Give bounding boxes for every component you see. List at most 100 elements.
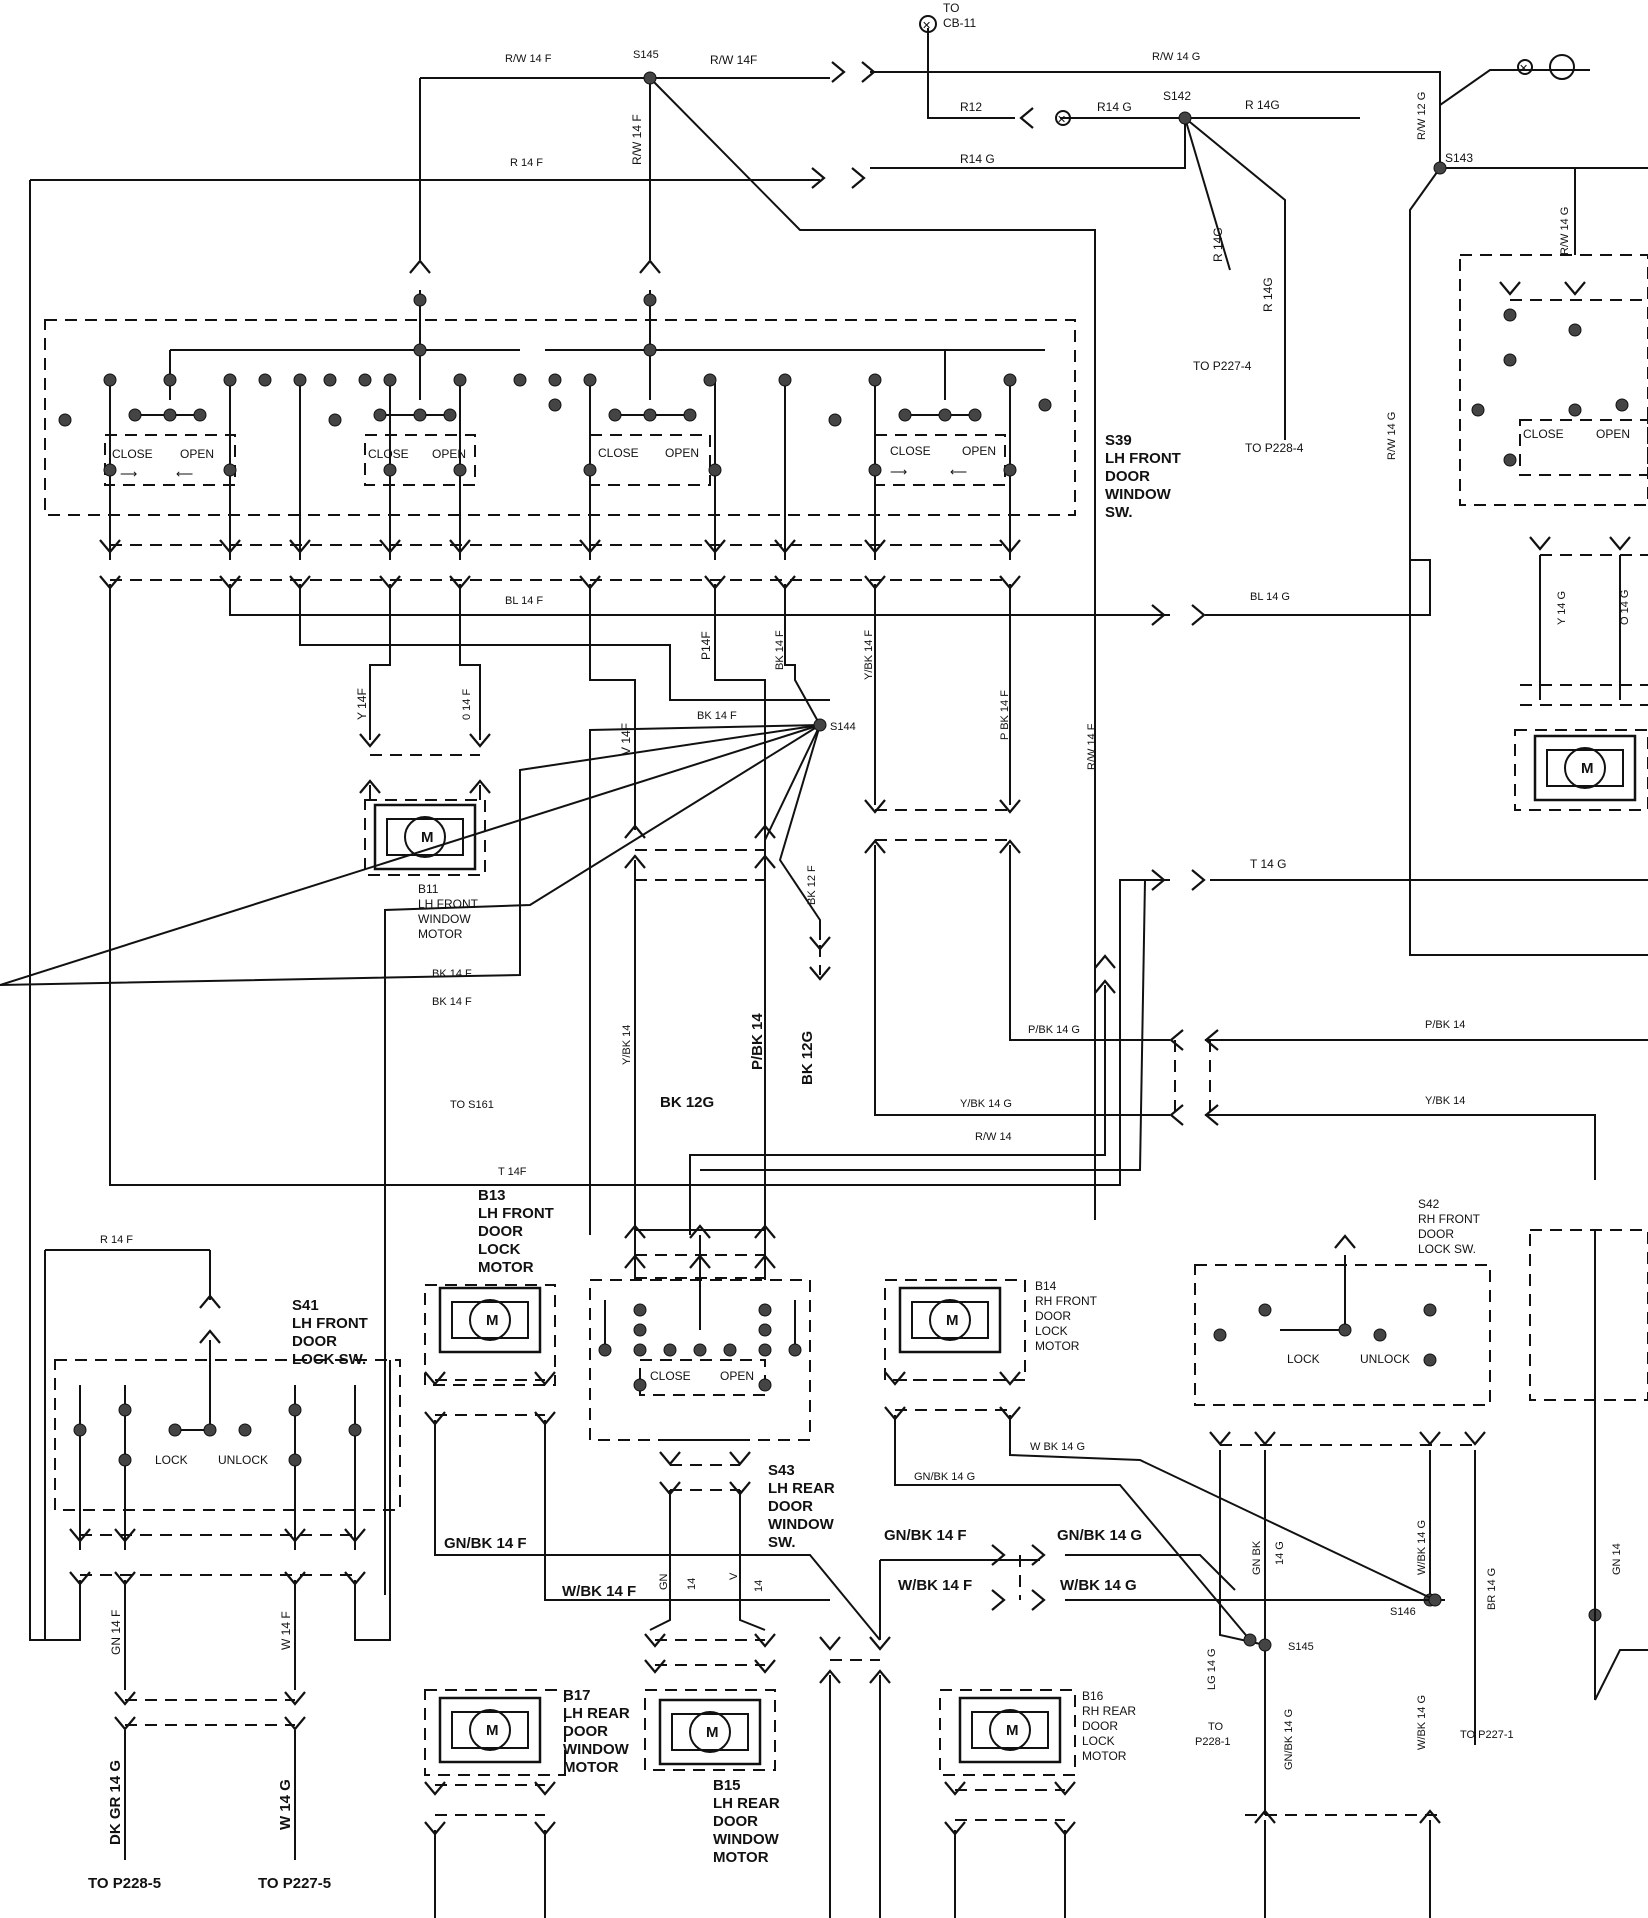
splice-label: S143 [1445,151,1473,165]
motor-symbol: M [421,829,434,846]
motor-symbol: M [706,1724,719,1741]
svg-text:W/BK 14 G: W/BK 14 G [1416,1695,1428,1750]
svg-text:BK 14 F: BK 14 F [432,968,472,980]
svg-text:V 14F: V 14F [619,723,633,755]
svg-text:BK 14 F: BK 14 F [774,630,786,670]
svg-text:B16: B16 [1082,1689,1104,1703]
svg-text:Y/BK 14: Y/BK 14 [1425,1095,1465,1107]
right-arrow-icon: ⟶ [890,465,907,479]
svg-text:R/W 14 G: R/W 14 G [1559,207,1571,255]
svg-text:DOOR: DOOR [768,1498,813,1515]
lamp-icon [919,15,937,33]
svg-text:GN BK: GN BK [1251,1540,1263,1575]
b15-lh-rear-door-window-motor: M B15 LH REAR DOOR WINDOW MOTOR [643,1632,780,1866]
x-mark-icon: ✕ [922,20,931,32]
close-label: CLOSE [112,447,153,461]
svg-text:DOOR: DOOR [478,1223,523,1240]
svg-text:MOTOR: MOTOR [1082,1749,1127,1763]
svg-text:T 14F: T 14F [498,1166,527,1178]
svg-text:R/W 14: R/W 14 [975,1131,1012,1143]
svg-text:Y/BK 14: Y/BK 14 [621,1025,633,1065]
svg-text:TO P227-1: TO P227-1 [1460,1729,1514,1741]
b14-rh-front-door-lock-motor: M B14 RH FRONT DOOR LOCK MOTOR [883,1279,1436,1641]
lock-label: LOCK [1287,1352,1320,1366]
svg-text:14 G: 14 G [1274,1541,1286,1565]
open-label: OPEN [180,447,214,461]
svg-text:R/W 14 G: R/W 14 G [1152,51,1200,63]
svg-text:R 14G: R 14G [1211,227,1225,262]
svg-text:TO P227-5: TO P227-5 [258,1875,331,1892]
svg-text:GN/BK 14 G: GN/BK 14 G [1057,1527,1142,1544]
splice-label: S145 [633,49,659,61]
svg-text:SW.: SW. [768,1534,796,1551]
svg-text:W/BK 14 G: W/BK 14 G [1060,1577,1137,1594]
svg-text:DOOR: DOOR [1105,468,1150,485]
svg-text:MOTOR: MOTOR [713,1849,769,1866]
right-arrow-icon: ⟶ [120,467,137,481]
svg-text:MOTOR: MOTOR [418,927,463,941]
svg-text:DK GR 14 G: DK GR 14 G [107,1760,124,1845]
svg-text:RH FRONT: RH FRONT [1418,1212,1481,1226]
svg-text:S41: S41 [292,1297,319,1314]
svg-text:W/BK 14 F: W/BK 14 F [562,1583,636,1600]
motor-symbol: M [486,1722,499,1739]
svg-text:BK 14 F: BK 14 F [432,996,472,1008]
svg-text:BR 14 G: BR 14 G [1486,1568,1498,1610]
unlock-label: UNLOCK [1360,1352,1410,1366]
svg-text:O 14 G: O 14 G [1619,590,1631,625]
svg-text:GN/BK 14 G: GN/BK 14 G [914,1471,975,1483]
splice-label: S142 [1163,89,1191,103]
svg-text:R 14 F: R 14 F [510,157,543,169]
svg-text:B14: B14 [1035,1279,1057,1293]
svg-text:TO: TO [943,1,959,15]
svg-text:R 14G: R 14G [1261,277,1275,312]
svg-text:DOOR: DOOR [1082,1719,1118,1733]
svg-text:14: 14 [753,1580,765,1592]
left-arrow-icon: ⟵ [950,465,967,479]
motor-symbol: M [1006,1722,1019,1739]
svg-text:BL 14 G: BL 14 G [1250,591,1290,603]
svg-text:TO P228-5: TO P228-5 [88,1875,161,1892]
svg-text:W 14 G: W 14 G [277,1779,294,1830]
open-label: OPEN [962,444,996,458]
svg-text:Y/BK 14 G: Y/BK 14 G [960,1098,1012,1110]
svg-text:B15: B15 [713,1777,741,1794]
svg-text:P/BK 14: P/BK 14 [1425,1019,1465,1031]
svg-text:W BK 14 G: W BK 14 G [1030,1441,1085,1453]
svg-text:V: V [728,1572,740,1580]
motor-symbol: M [486,1312,499,1329]
svg-text:GN/BK 14 F: GN/BK 14 F [444,1535,527,1552]
svg-text:R 14G: R 14G [1245,98,1280,112]
svg-text:LG 14 G: LG 14 G [1206,1648,1218,1690]
svg-text:LOCK SW.: LOCK SW. [1418,1242,1476,1256]
svg-text:LOCK: LOCK [1082,1734,1115,1748]
svg-text:P/BK 14: P/BK 14 [749,1013,766,1070]
s42-rh-front-door-lock-switch-label: S42 RH FRONT DOOR LOCK SW. [1418,1197,1481,1256]
svg-text:LH FRONT: LH FRONT [418,897,479,911]
s39-close-open-labels: CLOSE OPEN CLOSE OPEN CLOSE OPEN CLOSE O… [112,444,996,481]
motor-symbol: M [1581,760,1594,777]
svg-text:LOCK: LOCK [1035,1324,1068,1338]
svg-text:R/W 14 G: R/W 14 G [1386,412,1398,460]
svg-text:14: 14 [686,1578,698,1590]
b13-lh-front-door-lock-motor: M B13 LH FRONT DOOR LOCK MOTOR [423,1187,881,1641]
svg-text:S43: S43 [768,1462,795,1479]
connector-183-184-row [98,538,1022,590]
wire-labels: R/W 14 F R/W 14F R/W 14 G R12 R14 G R 14… [100,51,1631,1845]
svg-text:Y 14F: Y 14F [355,688,369,720]
destination-labels: TO P227-4 TO P228-4 TO P228-5 TO P227-5 … [88,359,1514,1892]
open-label: OPEN [432,447,466,461]
svg-text:BK 12G: BK 12G [660,1094,714,1111]
svg-text:BK 12 F: BK 12 F [806,865,818,905]
svg-text:R 14 F: R 14 F [100,1234,133,1246]
svg-text:RH FRONT: RH FRONT [1035,1294,1098,1308]
splice-label: S146 [1390,1606,1416,1618]
close-label: CLOSE [1523,427,1564,441]
svg-text:WINDOW: WINDOW [1105,486,1172,503]
open-label: OPEN [1596,427,1630,441]
close-label: CLOSE [650,1369,691,1383]
svg-text:BL 14 F: BL 14 F [505,595,543,607]
socket-icon [1549,54,1575,80]
splice-label: S145 [1288,1641,1314,1653]
